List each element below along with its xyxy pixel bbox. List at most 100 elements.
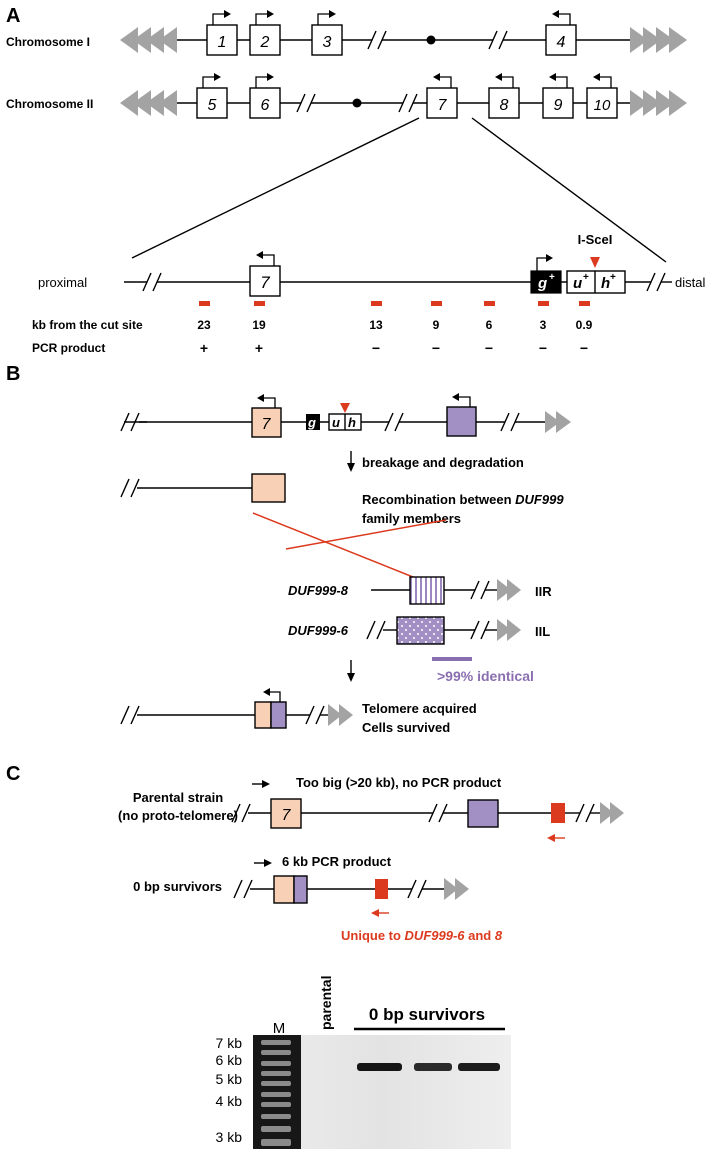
b-step1-text: breakage and degradation: [362, 455, 524, 470]
pcr-value: −: [539, 340, 547, 356]
zoom-region: proximal distal 7 g + u: [38, 232, 705, 306]
gel-size-labels: 7 kb 6 kb 5 kb 4 kb 3 kb: [216, 1035, 243, 1145]
zoom-gene-7: 7: [249, 251, 281, 297]
chr1-gene-3: 3: [311, 10, 343, 56]
chr2-gene-6: 6: [249, 73, 281, 119]
b-iir-label: IIR: [535, 584, 552, 599]
gel-size-label: 7 kb: [216, 1035, 243, 1051]
b-crossover-line: [285, 519, 447, 550]
chr2-right-telomere: [630, 90, 687, 116]
kb-value: 9: [433, 318, 440, 332]
gel-sample-bands: [357, 1063, 500, 1071]
b-step1-arrow: [347, 451, 355, 472]
chr1-gene-3-label: 3: [323, 34, 332, 51]
chr2-gene-6-label: 6: [261, 97, 270, 114]
marker-g: g +: [530, 254, 562, 294]
marker-uh: u + h +: [566, 270, 626, 294]
gel-size-label: 3 kb: [216, 1129, 243, 1145]
kb-value: 6: [486, 318, 493, 332]
chr1-centromere: [426, 35, 436, 45]
gel-survivors-label: 0 bp survivors: [369, 1005, 485, 1024]
b-gene-7-label: 7: [262, 416, 272, 433]
panel-c-letter: C: [6, 763, 20, 785]
b-result-line1: Telomere acquired: [362, 701, 477, 716]
panel-a-letter: A: [6, 5, 20, 27]
c-product-text: 6 kb PCR product: [282, 854, 392, 869]
b-iil-label: IIL: [535, 624, 550, 639]
chr2-gene-8: 8: [488, 73, 520, 119]
pcr-value: −: [485, 340, 493, 356]
b-duf8-label: DUF999-8: [288, 583, 349, 598]
b-broken-end: [120, 473, 286, 503]
gel-parental-label: parental: [318, 976, 334, 1030]
chr2-gene-7-label: 7: [438, 97, 448, 114]
b-u-label: u: [332, 415, 340, 430]
c-survivor-forward-primer: [254, 859, 272, 867]
pcr-value: −: [580, 340, 588, 356]
kb-row-label: kb from the cut site: [32, 318, 143, 332]
pcr-value: +: [200, 340, 208, 356]
chr2-label: Chromosome II: [6, 97, 93, 111]
kb-values: 23 19 13 9 6 3 0.9: [197, 318, 592, 332]
zoom-gene-7-label: 7: [260, 273, 270, 292]
kb-value: 19: [252, 318, 266, 332]
pcr-row-label: PCR product: [32, 341, 105, 355]
c-gel: M parental 0 bp survivors: [216, 976, 511, 1149]
panel-a: A Chromosome I 1: [6, 5, 705, 356]
marker-g-plus: +: [549, 272, 555, 283]
c-survivor-reverse-primer: [371, 909, 389, 917]
zoom-line-left: [131, 117, 420, 259]
kb-value: 23: [197, 318, 211, 332]
b-construct: 7 g u h: [120, 393, 571, 438]
c-toobig-text: Too big (>20 kb), no PCR product: [296, 775, 502, 790]
b-h-label: h: [348, 415, 356, 430]
kb-value: 13: [369, 318, 383, 332]
chr2-centromere: [352, 98, 362, 108]
b-duf6-label: DUF999-6: [288, 623, 349, 638]
chr2-gene-8-label: 8: [500, 97, 509, 114]
panel-b-letter: B: [6, 363, 20, 385]
chr1-backbone: [177, 30, 630, 50]
b-duf999-8: DUF999-8 IIR: [288, 576, 552, 605]
chr1-gene-4: 4: [545, 10, 577, 56]
chr2-gene-5-label: 5: [208, 97, 217, 114]
pcr-value: −: [432, 340, 440, 356]
b-crossover-line: [252, 512, 439, 588]
b-construct-telomere: [545, 411, 571, 433]
chr1-label: Chromosome I: [6, 35, 90, 49]
chr2-gene-7: 7: [426, 73, 458, 119]
c-unique-text: Unique to DUF999-6 and 8: [341, 928, 503, 943]
pcr-value: +: [255, 340, 263, 356]
marker-h-plus: +: [610, 272, 616, 283]
chr2-gene-5: 5: [196, 73, 228, 119]
chr2-left-telomere: [120, 90, 177, 116]
b-recomb-line1: Recombination between DUF999: [362, 492, 564, 507]
chr2-gene-10-label: 10: [594, 97, 611, 114]
iscei-label: I-SceI: [578, 232, 613, 247]
chr1-gene-2-label: 2: [260, 34, 270, 51]
b-step2-arrow: [347, 660, 355, 682]
kb-value: 0.9: [576, 318, 593, 332]
marker-u-plus: +: [583, 272, 589, 283]
marker-u-label: u: [573, 275, 582, 292]
c-gene-7-label: 7: [282, 807, 292, 824]
distal-label: distal: [675, 275, 705, 290]
chr1-gene-2: 2: [249, 10, 281, 56]
b-result-line2: Cells survived: [362, 720, 450, 735]
b-identity-text: >99% identical: [437, 668, 534, 684]
b-cut-site-icon: [340, 403, 350, 413]
gel-size-label: 4 kb: [216, 1093, 243, 1109]
proximal-label: proximal: [38, 275, 87, 290]
b-result: [120, 688, 353, 729]
pcr-value: −: [372, 340, 380, 356]
c-survivors-label: 0 bp survivors: [133, 879, 222, 894]
chr2-gene-9-label: 9: [554, 97, 563, 114]
chr2-gene-9: 9: [542, 73, 574, 119]
panel-c: C Parental strain (no proto-telomere) To…: [6, 763, 624, 1149]
b-g-label: g: [307, 415, 316, 430]
marker-h-label: h: [601, 275, 610, 292]
zoom-line-right: [471, 117, 667, 263]
chr1-right-telomere: [630, 27, 687, 53]
pcr-marks: [199, 301, 590, 306]
